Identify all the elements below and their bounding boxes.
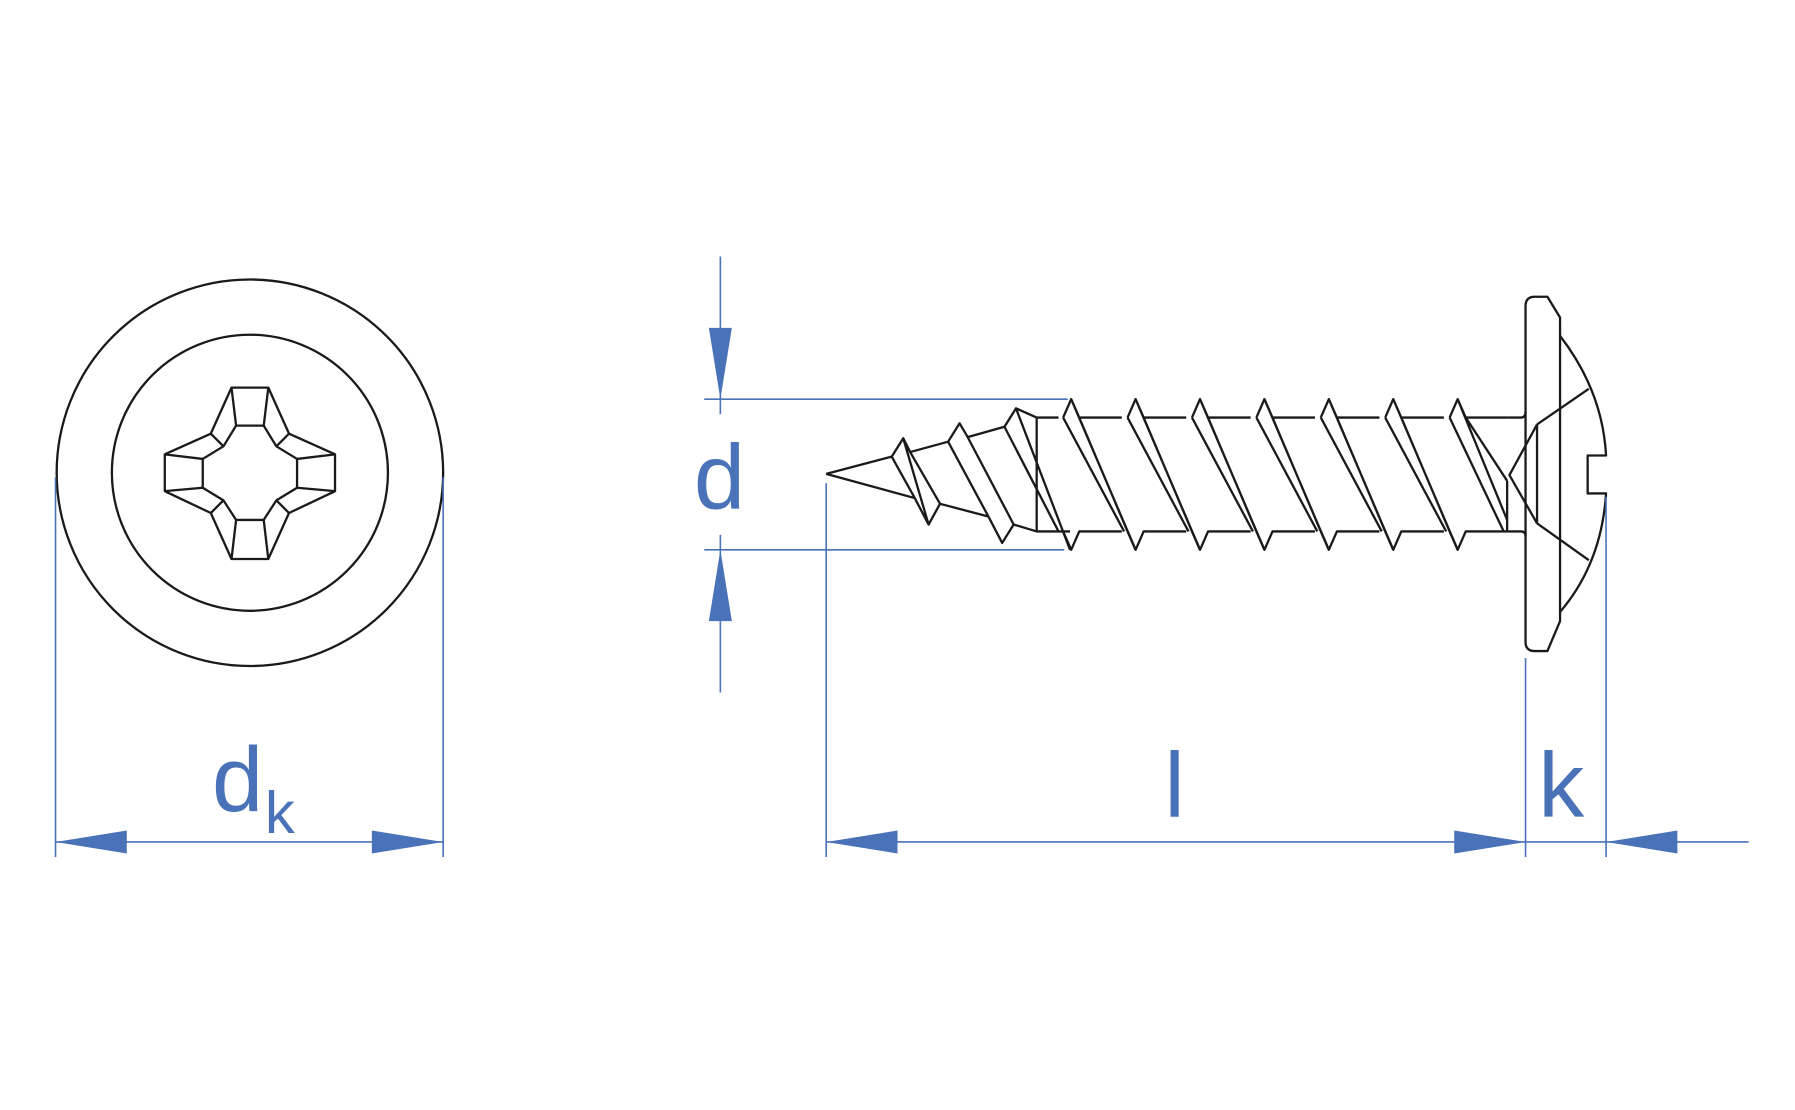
thread-turn xyxy=(1448,397,1509,551)
dimension-dk: d k xyxy=(54,477,444,857)
screw-tip xyxy=(825,407,1072,551)
label-l: l xyxy=(1164,734,1184,837)
head-outer-circle xyxy=(55,278,445,668)
screw-head-flange xyxy=(1524,295,1562,653)
screw-side-view xyxy=(825,295,1608,653)
head-inner-circle xyxy=(110,333,390,612)
thread-turn xyxy=(1062,397,1137,551)
thread-turn xyxy=(1384,397,1459,551)
dimension-l-k: l k xyxy=(825,483,1749,857)
arrowhead xyxy=(1454,830,1526,854)
thread-turn xyxy=(1126,397,1202,551)
phillips-recess-icon xyxy=(163,386,337,561)
thread-turn xyxy=(1190,397,1266,551)
head-top-view xyxy=(55,278,445,668)
label-k: k xyxy=(1538,734,1585,837)
arrowhead xyxy=(1606,830,1678,854)
label-dk-subscript: k xyxy=(265,779,295,846)
arrowhead xyxy=(371,830,444,854)
thread-turn xyxy=(1319,397,1395,551)
arrowhead xyxy=(708,327,732,400)
dimension-d: d xyxy=(694,256,1068,693)
arrowhead xyxy=(55,830,127,854)
thread-turn xyxy=(1255,397,1330,551)
screw-head-dome xyxy=(1559,335,1608,613)
label-dk: d xyxy=(212,728,263,831)
label-d: d xyxy=(694,425,745,528)
arrowhead xyxy=(708,549,732,622)
arrowhead xyxy=(826,830,898,854)
